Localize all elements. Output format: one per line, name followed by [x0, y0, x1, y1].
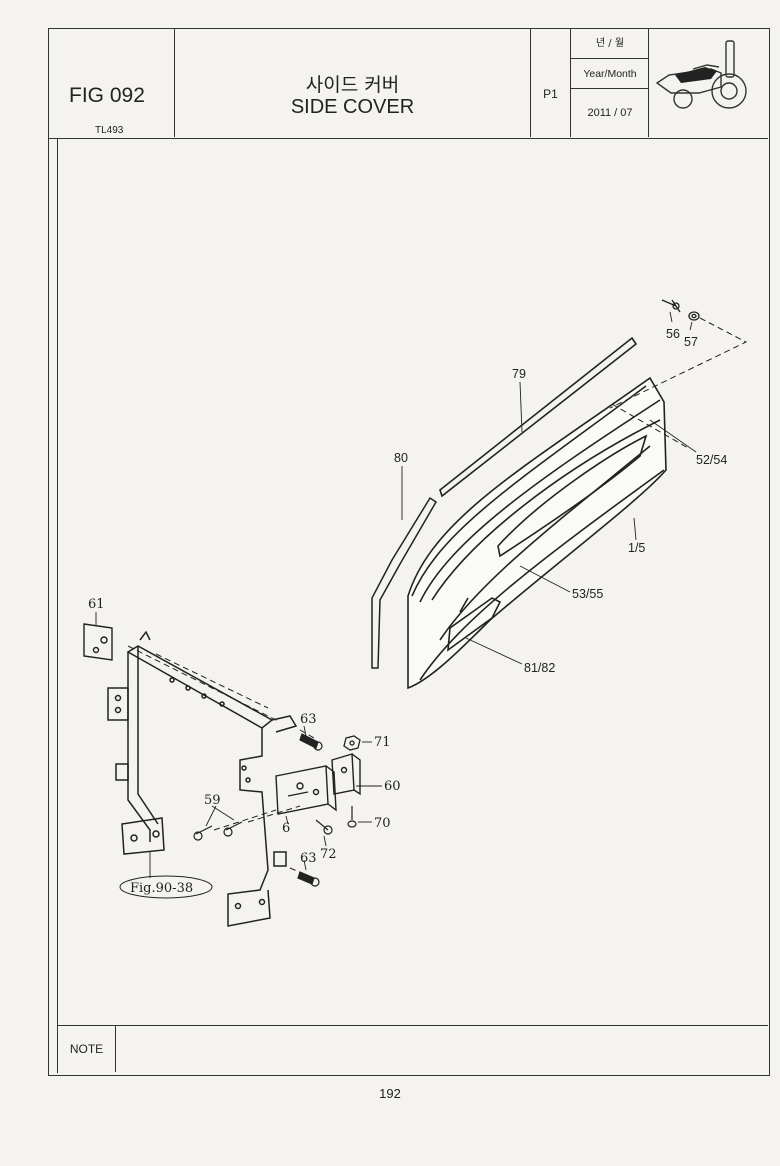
- callout-81-82: 81/82: [524, 661, 555, 675]
- bolt-70-icon: [347, 806, 357, 828]
- bolt-63-upper-icon: [299, 733, 323, 751]
- callout-6: 6: [282, 821, 290, 836]
- callout-63-upper: 63: [300, 712, 317, 727]
- callout-56: 56: [666, 327, 680, 341]
- title-korean: 사이드 커버: [305, 74, 400, 96]
- callout-72: 72: [320, 847, 337, 862]
- plate-6: [275, 765, 337, 815]
- drawing-area: [57, 139, 768, 1025]
- edge-strip-80: [371, 496, 438, 669]
- side-cover-panel: [407, 376, 667, 690]
- callout-61: 61: [88, 597, 105, 612]
- callout-53-55: 53/55: [572, 587, 603, 601]
- bolt-59-icon: [193, 821, 243, 841]
- support-frame: [107, 630, 298, 927]
- nut-71-icon: [343, 735, 361, 751]
- top-strip-79: [439, 336, 638, 498]
- date-cell: 년 / 월 Year/Month 2011 / 07: [571, 29, 649, 137]
- model-code: TL493: [95, 125, 124, 136]
- callout-52-54: 52/54: [696, 453, 727, 467]
- callout-57: 57: [684, 335, 698, 349]
- page-code: P1: [543, 87, 558, 101]
- fig-reference: Fig.90-38: [130, 881, 193, 896]
- bolt-56-icon: [661, 299, 681, 313]
- page-number: 192: [379, 1086, 401, 1101]
- callout-71: 71: [374, 735, 391, 750]
- tractor-icon: [655, 40, 747, 109]
- date-value: 2011 / 07: [587, 107, 633, 119]
- header-block: FIG 092 TL493 사이드 커버 SIDE COVER P1 년 / 월…: [49, 29, 768, 139]
- callout-70: 70: [374, 816, 391, 831]
- title-english: SIDE COVER: [290, 96, 415, 118]
- callout-79: 79: [512, 367, 526, 381]
- note-box: NOTE: [57, 1025, 768, 1073]
- page-code-cell: P1: [531, 29, 571, 137]
- fig-ref-oval: [119, 875, 213, 899]
- bolt-72-icon: [315, 819, 333, 835]
- fig-cell: FIG 092 TL493: [49, 29, 175, 137]
- date-label-english: Year/Month: [571, 59, 649, 89]
- callout-80: 80: [394, 451, 408, 465]
- bolt-63-lower-icon: [297, 871, 320, 887]
- leader-lines: [95, 311, 697, 878]
- callout-63-lower: 63: [300, 851, 317, 866]
- tractor-icon-cell: [649, 29, 768, 137]
- callout-59: 59: [204, 793, 221, 808]
- callout-1-5: 1/5: [628, 541, 645, 555]
- washer-57-icon: [688, 311, 700, 321]
- parts-sheet: FIG 092 TL493 사이드 커버 SIDE COVER P1 년 / 월…: [48, 28, 770, 1076]
- bracket-61: [83, 623, 113, 661]
- date-label-korean: 년 / 월: [571, 29, 649, 59]
- fig-number: FIG 092: [69, 84, 145, 107]
- assembly-dashes: [127, 317, 748, 875]
- bracket-60: [331, 753, 361, 796]
- note-label: NOTE: [58, 1026, 116, 1072]
- title-cell: 사이드 커버 SIDE COVER: [175, 29, 531, 137]
- callout-60: 60: [384, 779, 401, 794]
